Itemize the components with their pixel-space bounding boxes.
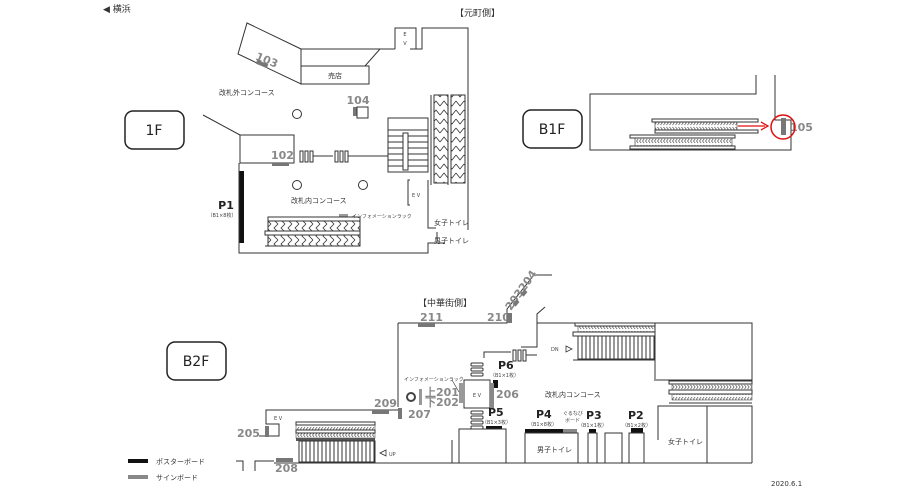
poster-board-p1 [239,171,244,243]
poster-p1-label: P1 [218,199,234,212]
yokohama-direction-label: ◀ 横浜 [103,3,131,15]
escalator-down-1f [450,94,466,184]
poster-p2-count: （B1×2枚） [622,422,651,429]
poster-p6-label: P6 [498,359,514,372]
stairs-b2f-left [298,440,376,463]
info-rack-1f [339,214,348,217]
signboard-206 [490,383,494,408]
floor-badge-1f[interactable] [124,110,185,150]
signboard-105 [781,118,786,135]
highlight-circle [770,114,796,140]
ev-label-1f: E V [412,193,421,199]
signboard-211 [418,323,435,327]
dn-arrow-icon [565,345,573,353]
signboard-205 [265,426,269,437]
poster-p3-count: （B1×1枚） [578,422,607,429]
legend-sign-swatch [128,475,148,479]
shop [300,65,370,85]
signboard-209-label: 209 [374,397,397,410]
signboard-104-label: 104 [347,94,370,107]
mens-toilet-1f-label: 男子トイレ [434,237,469,245]
floor-b1f: B1F 105 [522,75,813,151]
legend-poster-swatch [128,459,148,463]
inside-concourse-1f-label: 改札内コンコース [291,196,347,205]
signboard-209 [372,410,389,414]
floor-badge-b1f[interactable] [522,109,583,149]
chukagai-side-label: 【中華街側】 [418,297,472,309]
signboard-102-label: 102 [271,149,294,162]
signboard-201-label: 上201 [425,385,459,399]
poster-board-p2 [631,428,643,433]
ev-label-1f-top-v: V [403,41,407,47]
signboard-204 [520,289,528,297]
ev-label-1f-top-e: E [403,32,406,38]
signboard-206-label: 206 [496,388,519,401]
motomachi-side-label: 【元町側】 [455,7,500,19]
signboard-104 [353,107,357,116]
date-label: 2020.6.1 [771,480,802,488]
dn-label: DN [551,347,559,353]
up-arrow-icon [379,449,387,457]
mens-toilet-b2f-label: 男子トイレ [537,446,572,454]
signboard-207-label: 207 [408,408,431,421]
womens-toilet-1f-label: 女子トイレ [434,218,469,227]
signboard-208 [276,458,293,462]
signboard-102 [272,163,289,166]
poster-board-p3 [589,429,596,433]
poster-p6-count: （B1×1枚） [490,372,519,379]
floor-label-1f: 1F [146,123,163,139]
poster-p1-count: （B1×8枚） [208,212,237,219]
signboard-203 [512,299,520,307]
up-label: UP [389,452,396,458]
signboard-210-label: 210 [487,311,510,324]
ev-label-b2f-left: E V [274,416,283,422]
poster-p5-label: P5 [488,406,504,419]
signboard-103 [255,59,269,69]
poster-board-p6 [493,380,498,388]
signboard-205-label: 205 [237,427,260,440]
floor-b2f: B2F 【中華街側】 211 210 203204 DN 女子トイレ [166,268,753,475]
ev-label-b2f: E V [473,393,482,399]
legend-sign-board-label: サインボード [156,474,198,482]
signboard-105-label: 105 [790,121,813,134]
poster-p3-label: P3 [586,409,602,422]
legend: ポスターボード サインボード [128,457,205,482]
shop-label: 売店 [328,71,342,80]
ticket-gates-1f [299,150,388,163]
floor-label-b2f: B2F [183,354,210,370]
poster-p4-label: P4 [536,408,552,421]
highlight-arrow [760,121,770,131]
poster-p2-label: P2 [628,409,644,422]
gurunavi-board-label-2: ボード [565,417,580,424]
poster-p5-count: （B1×3枚） [482,419,511,426]
signboard-210 [507,313,512,323]
signboard-208-label: 208 [275,462,298,475]
signboard-202-label: 下202 [425,396,459,409]
escalator-up-1f [433,94,449,184]
poster-board-p4 [525,429,563,433]
poster-board-p5 [486,426,502,429]
info-rack-b2f-label: インフォメーションラック [404,377,464,383]
womens-toilet-b2f-label: 女子トイレ [668,437,703,446]
signboard-211-label: 211 [420,311,443,324]
info-rack-1f-label: インフォメーションラック [352,214,412,220]
gurunavi-board-label-1: ぐるなび [563,410,583,417]
poster-p4-count: （B1×8枚） [528,421,557,428]
legend-poster-board-label: ポスターボード [156,457,205,466]
gurunavi-board [563,429,577,433]
outside-concourse-label: 改札外コンコース [219,88,275,97]
signboard-203204-label: 203204 [503,268,540,313]
floor-label-b1f: B1F [539,122,566,138]
floor-1f: 1F 売店 E V 103 改札外コンコース 104 102 [124,22,469,254]
signboard-207 [398,408,402,419]
inside-concourse-b2f-label: 改札内コンコース [545,390,601,399]
floor-badge-b2f[interactable] [166,341,227,381]
